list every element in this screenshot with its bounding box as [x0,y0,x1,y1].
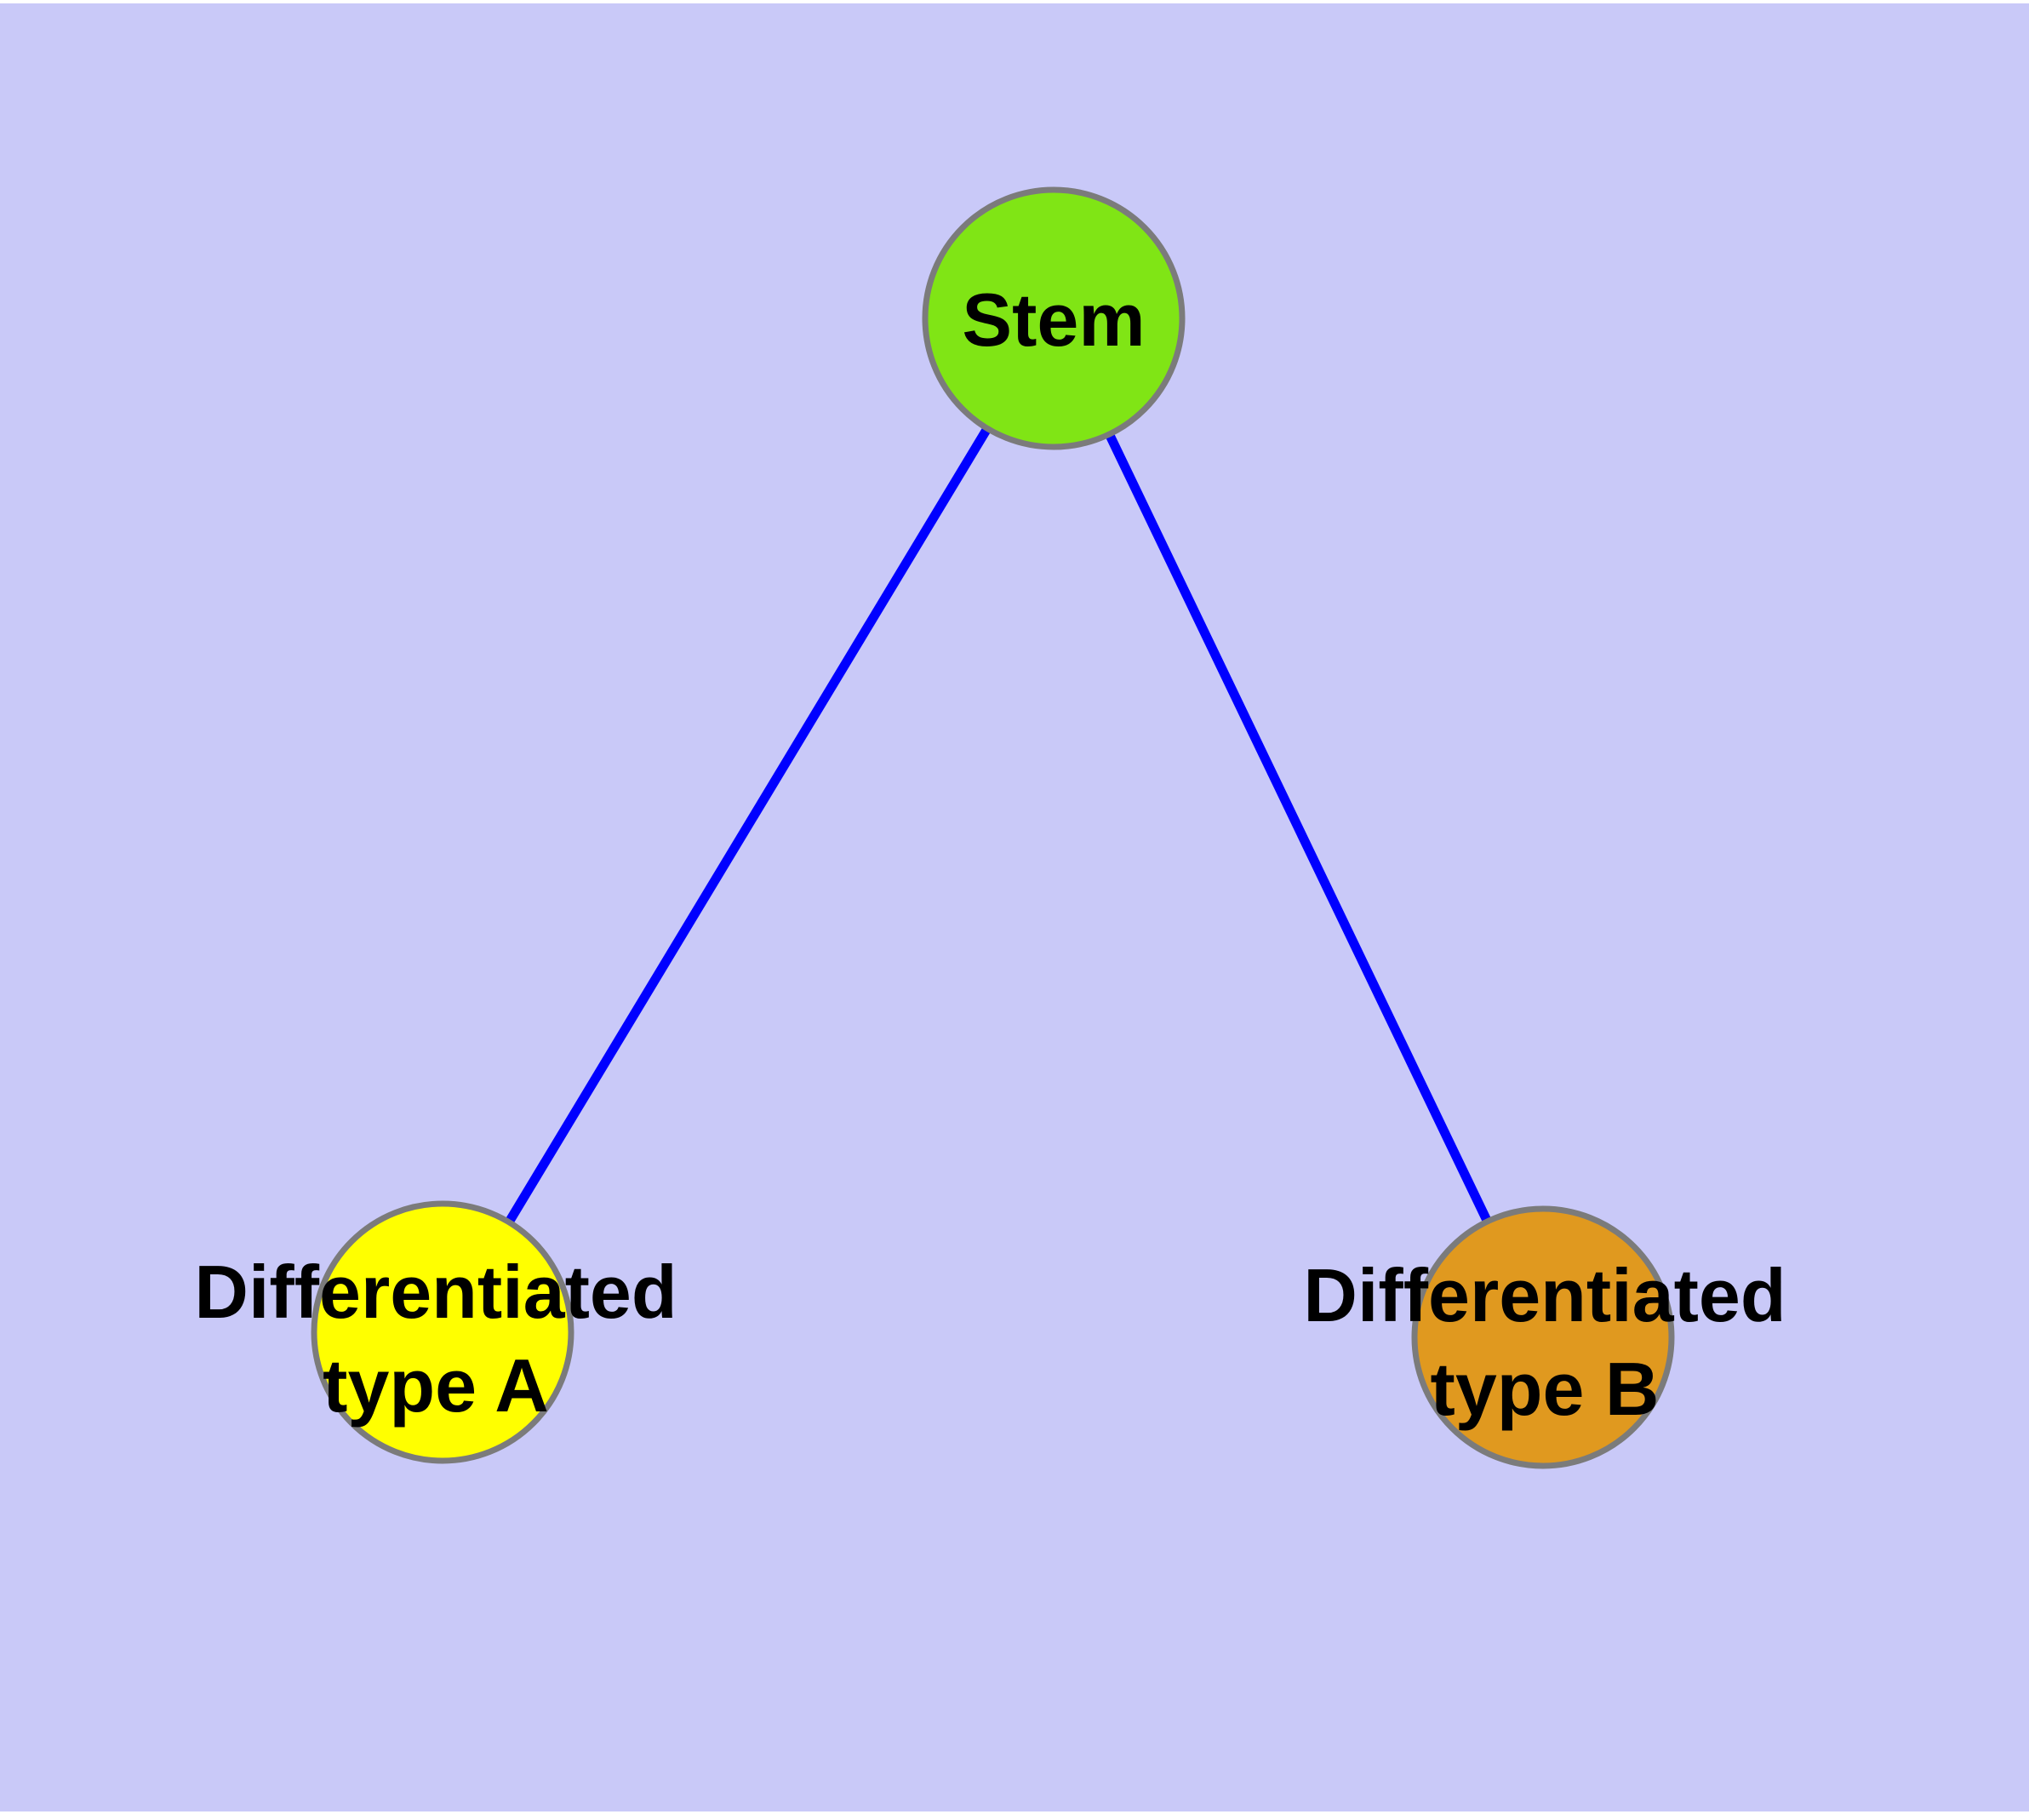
node-type-a-label-line2: type A [323,1343,549,1428]
node-type-b-circle [1411,1205,1675,1469]
node-type-b-label-line2: type B [1431,1347,1660,1431]
node-stem-circle [922,186,1186,450]
node-type-a-label-line1: Differentiated [194,1250,677,1334]
node-stem-label: Stem [962,278,1145,362]
edge-stem-to-type-a [438,316,1058,1335]
node-type-b-label-line1: Differentiated [1303,1253,1786,1337]
node-type-a-circle [311,1200,574,1464]
edge-stem-to-type-b [1049,316,1547,1340]
